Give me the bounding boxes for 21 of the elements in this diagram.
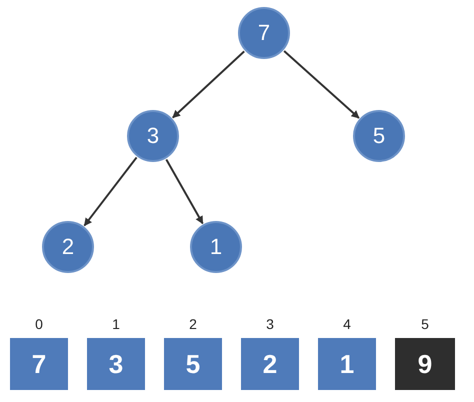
- array-cell: 1: [318, 338, 376, 390]
- index-label: 5: [421, 316, 429, 332]
- arrow: [84, 156, 138, 226]
- array-cell: 9: [395, 338, 455, 390]
- index-label: 3: [266, 316, 274, 332]
- tree-node-circle: 3: [127, 110, 179, 162]
- tree-node-circle: 1: [190, 221, 242, 273]
- array-cell: 3: [87, 338, 145, 390]
- array-cell: 5: [164, 338, 222, 390]
- index-label: 0: [35, 316, 43, 332]
- index-label: 1: [112, 316, 120, 332]
- tree-node-circle: 2: [42, 221, 94, 273]
- array-cell: 7: [10, 338, 68, 390]
- tree-node-circle: 5: [353, 110, 405, 162]
- array-cell: 2: [241, 338, 299, 390]
- tree-node-circle: 7: [238, 7, 290, 59]
- arrow: [172, 50, 245, 118]
- index-label: 4: [343, 316, 351, 332]
- arrow: [283, 50, 360, 119]
- index-label: 2: [189, 316, 197, 332]
- arrow: [165, 158, 204, 224]
